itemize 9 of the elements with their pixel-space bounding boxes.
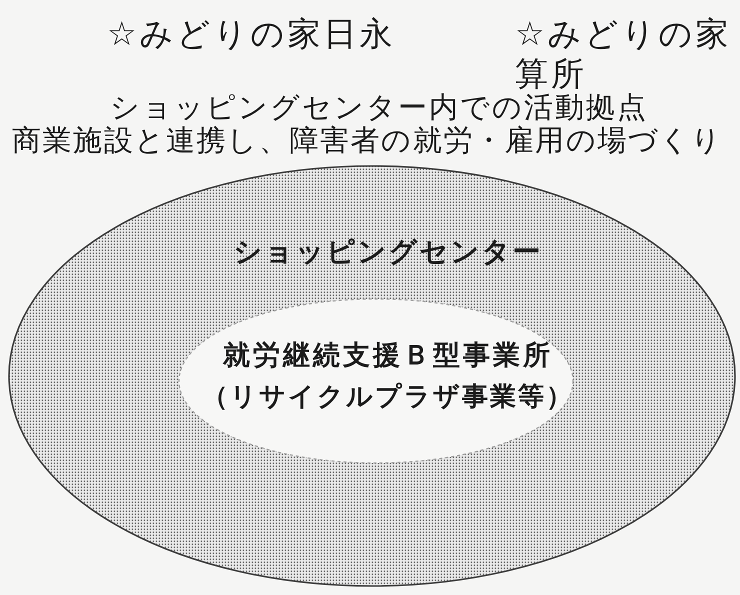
area-label: ショッピングセンター	[234, 235, 542, 269]
description-text: 商業施設と連携し、障害者の就労・雇用の場づくり	[12, 123, 723, 158]
inner-ellipse	[178, 298, 574, 464]
description-text: ショッピングセンター内での活動拠点	[110, 90, 648, 125]
area-label: 就労継続支援Ｂ型事業所	[223, 340, 553, 372]
facility-name: ☆みどりの家算所	[515, 14, 733, 93]
outer-ellipse	[8, 165, 736, 587]
facility-name: ☆みどりの家日永	[107, 14, 396, 54]
area-label: （リサイクルプラザ事業等）	[202, 382, 574, 414]
